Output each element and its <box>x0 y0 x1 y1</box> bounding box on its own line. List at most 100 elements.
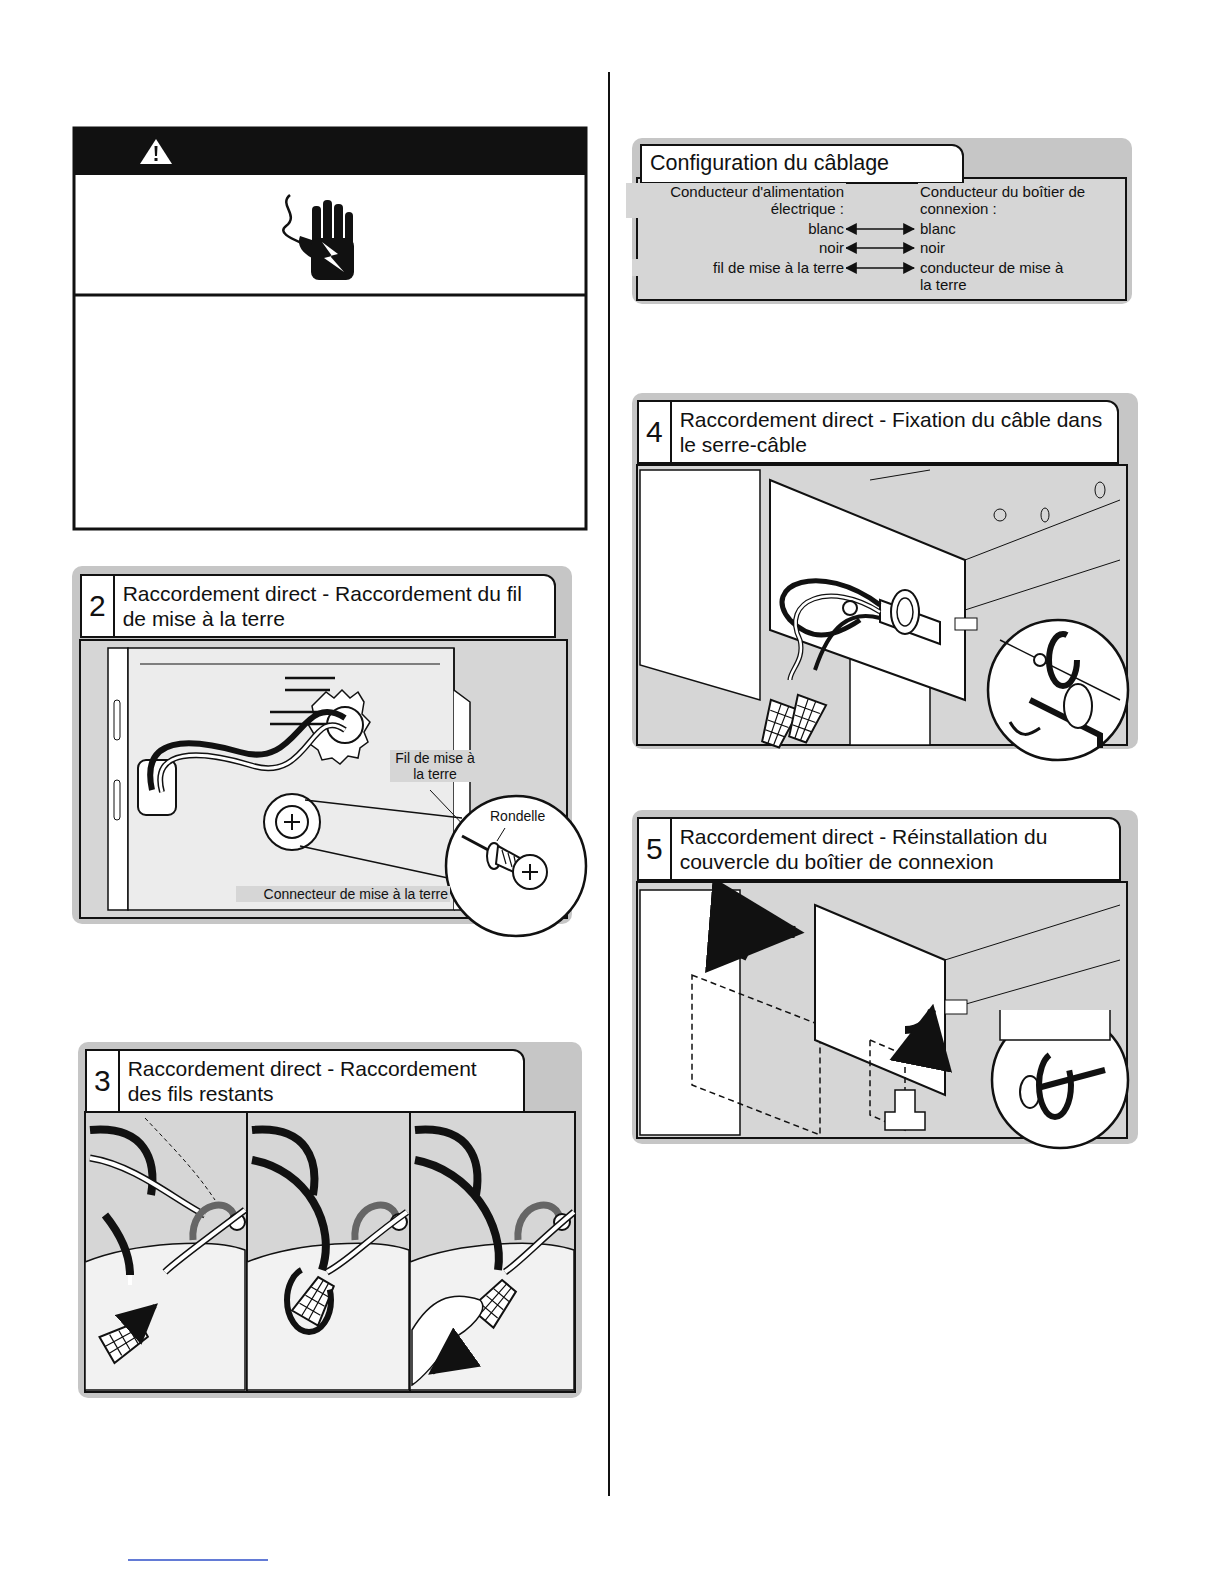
magnifier-leader <box>305 800 462 818</box>
white-wire-outline <box>165 1210 245 1272</box>
leader-line <box>870 470 930 480</box>
table-cell: conducteur de mise à la terre <box>918 259 1078 294</box>
warning-mark <box>155 146 158 161</box>
white-wire-outline <box>505 1212 574 1272</box>
base <box>410 1243 574 1390</box>
box-tab <box>945 1000 967 1014</box>
wire-nut-frame <box>247 1130 409 1390</box>
thumb <box>299 236 312 258</box>
magnifier-circle <box>446 796 586 936</box>
step-title: Configuration du câblage <box>642 146 962 182</box>
white-wire <box>505 1212 574 1272</box>
black-wire <box>252 1160 326 1270</box>
cover-figure <box>640 890 1128 1148</box>
terminal-block <box>138 760 176 815</box>
plate-edge <box>140 664 440 665</box>
panel-frame <box>632 138 1132 304</box>
strain-relief <box>891 590 919 634</box>
pull-arrow <box>432 1352 460 1372</box>
table-cell: noir <box>918 239 1022 256</box>
step-title: Raccordement direct - Raccordement des f… <box>120 1051 523 1111</box>
table-cell: blanc <box>918 220 1022 237</box>
plate <box>128 648 454 910</box>
hole <box>994 509 1006 521</box>
table-cell: noir <box>742 239 846 256</box>
black-wire <box>415 1160 499 1270</box>
step-number: 5 <box>639 819 672 879</box>
warning-header <box>74 128 586 175</box>
junction-box-figure <box>640 470 1128 760</box>
pair-arrow <box>846 228 914 230</box>
step-number: 2 <box>82 576 115 636</box>
leader-line <box>497 828 505 841</box>
white-wire-outline <box>790 596 880 680</box>
screw-slot <box>522 864 538 880</box>
swing-arrow <box>905 1010 932 1030</box>
part-label: Fil de mise à la terre <box>390 750 480 782</box>
junction-plate-figure <box>108 648 586 936</box>
hole <box>1041 508 1049 522</box>
ground-wire <box>1010 722 1040 734</box>
black-wire <box>815 616 880 670</box>
black-wire <box>150 712 345 790</box>
palm <box>311 238 354 280</box>
warning-box <box>74 128 586 529</box>
ground-screw <box>276 806 308 838</box>
pair-arrow <box>846 247 914 249</box>
tighten-arrow <box>1049 634 1077 686</box>
cabinet-side <box>640 470 760 700</box>
ground-screw <box>843 601 857 615</box>
wire-nut-frame <box>410 1130 574 1390</box>
cabinet-side <box>640 890 740 1135</box>
left-flange <box>108 648 128 910</box>
strain-relief <box>1064 684 1092 728</box>
box-tab <box>955 618 977 630</box>
magnifier-leader <box>300 846 448 878</box>
step-heading: 5Raccordement direct - Réinstallation du… <box>637 817 1121 881</box>
table-ground <box>637 178 1126 300</box>
white-wire-outline <box>327 1212 407 1272</box>
step-number: 3 <box>87 1051 120 1111</box>
leveling-foot <box>885 1090 925 1130</box>
wire-nut <box>100 1316 151 1363</box>
base <box>85 1243 245 1390</box>
shock-hazard-icon <box>283 195 354 280</box>
push-arrow <box>137 1306 155 1322</box>
pair-arrow <box>846 267 914 269</box>
screw-head <box>513 855 547 889</box>
white-wire <box>90 1158 205 1215</box>
cabinet-edge <box>945 905 1120 1010</box>
wire-stubs <box>270 678 335 724</box>
slot <box>114 780 120 820</box>
ground-screw-boss <box>264 794 320 850</box>
place-arrow <box>740 932 795 958</box>
white-wire <box>790 596 880 680</box>
wire-nut-frame <box>85 1118 245 1390</box>
wire-nut <box>784 695 827 745</box>
warning-divider <box>74 294 586 297</box>
tighten-arrow <box>1039 1053 1071 1117</box>
warning-triangle <box>140 139 172 164</box>
twist-arrow <box>287 1268 331 1332</box>
junction-box-cover <box>815 905 945 1095</box>
white-wire-outline <box>160 725 345 792</box>
white-wire-outline <box>90 1158 205 1215</box>
magnifier-circle <box>988 620 1128 760</box>
step-title: Raccordement direct - Réinstallation du … <box>672 819 1119 879</box>
table-header: Conducteur du boîtier de connexion : <box>918 183 1100 218</box>
white-wire <box>165 1210 245 1272</box>
cabinet-edge <box>965 500 1120 610</box>
panel-frame <box>78 1042 582 1398</box>
black-wire <box>105 1215 130 1275</box>
step-heading: 3Raccordement direct - Raccordement des … <box>85 1049 525 1113</box>
step-number: 4 <box>639 402 672 462</box>
screw <box>1034 654 1046 666</box>
base <box>247 1243 409 1390</box>
part-label: Connecteur de mise à la terre <box>236 886 450 902</box>
step-title: Raccordement direct - Fixation du câble … <box>672 402 1117 462</box>
box-edge <box>1000 640 1120 700</box>
panel-ground <box>85 1112 575 1392</box>
